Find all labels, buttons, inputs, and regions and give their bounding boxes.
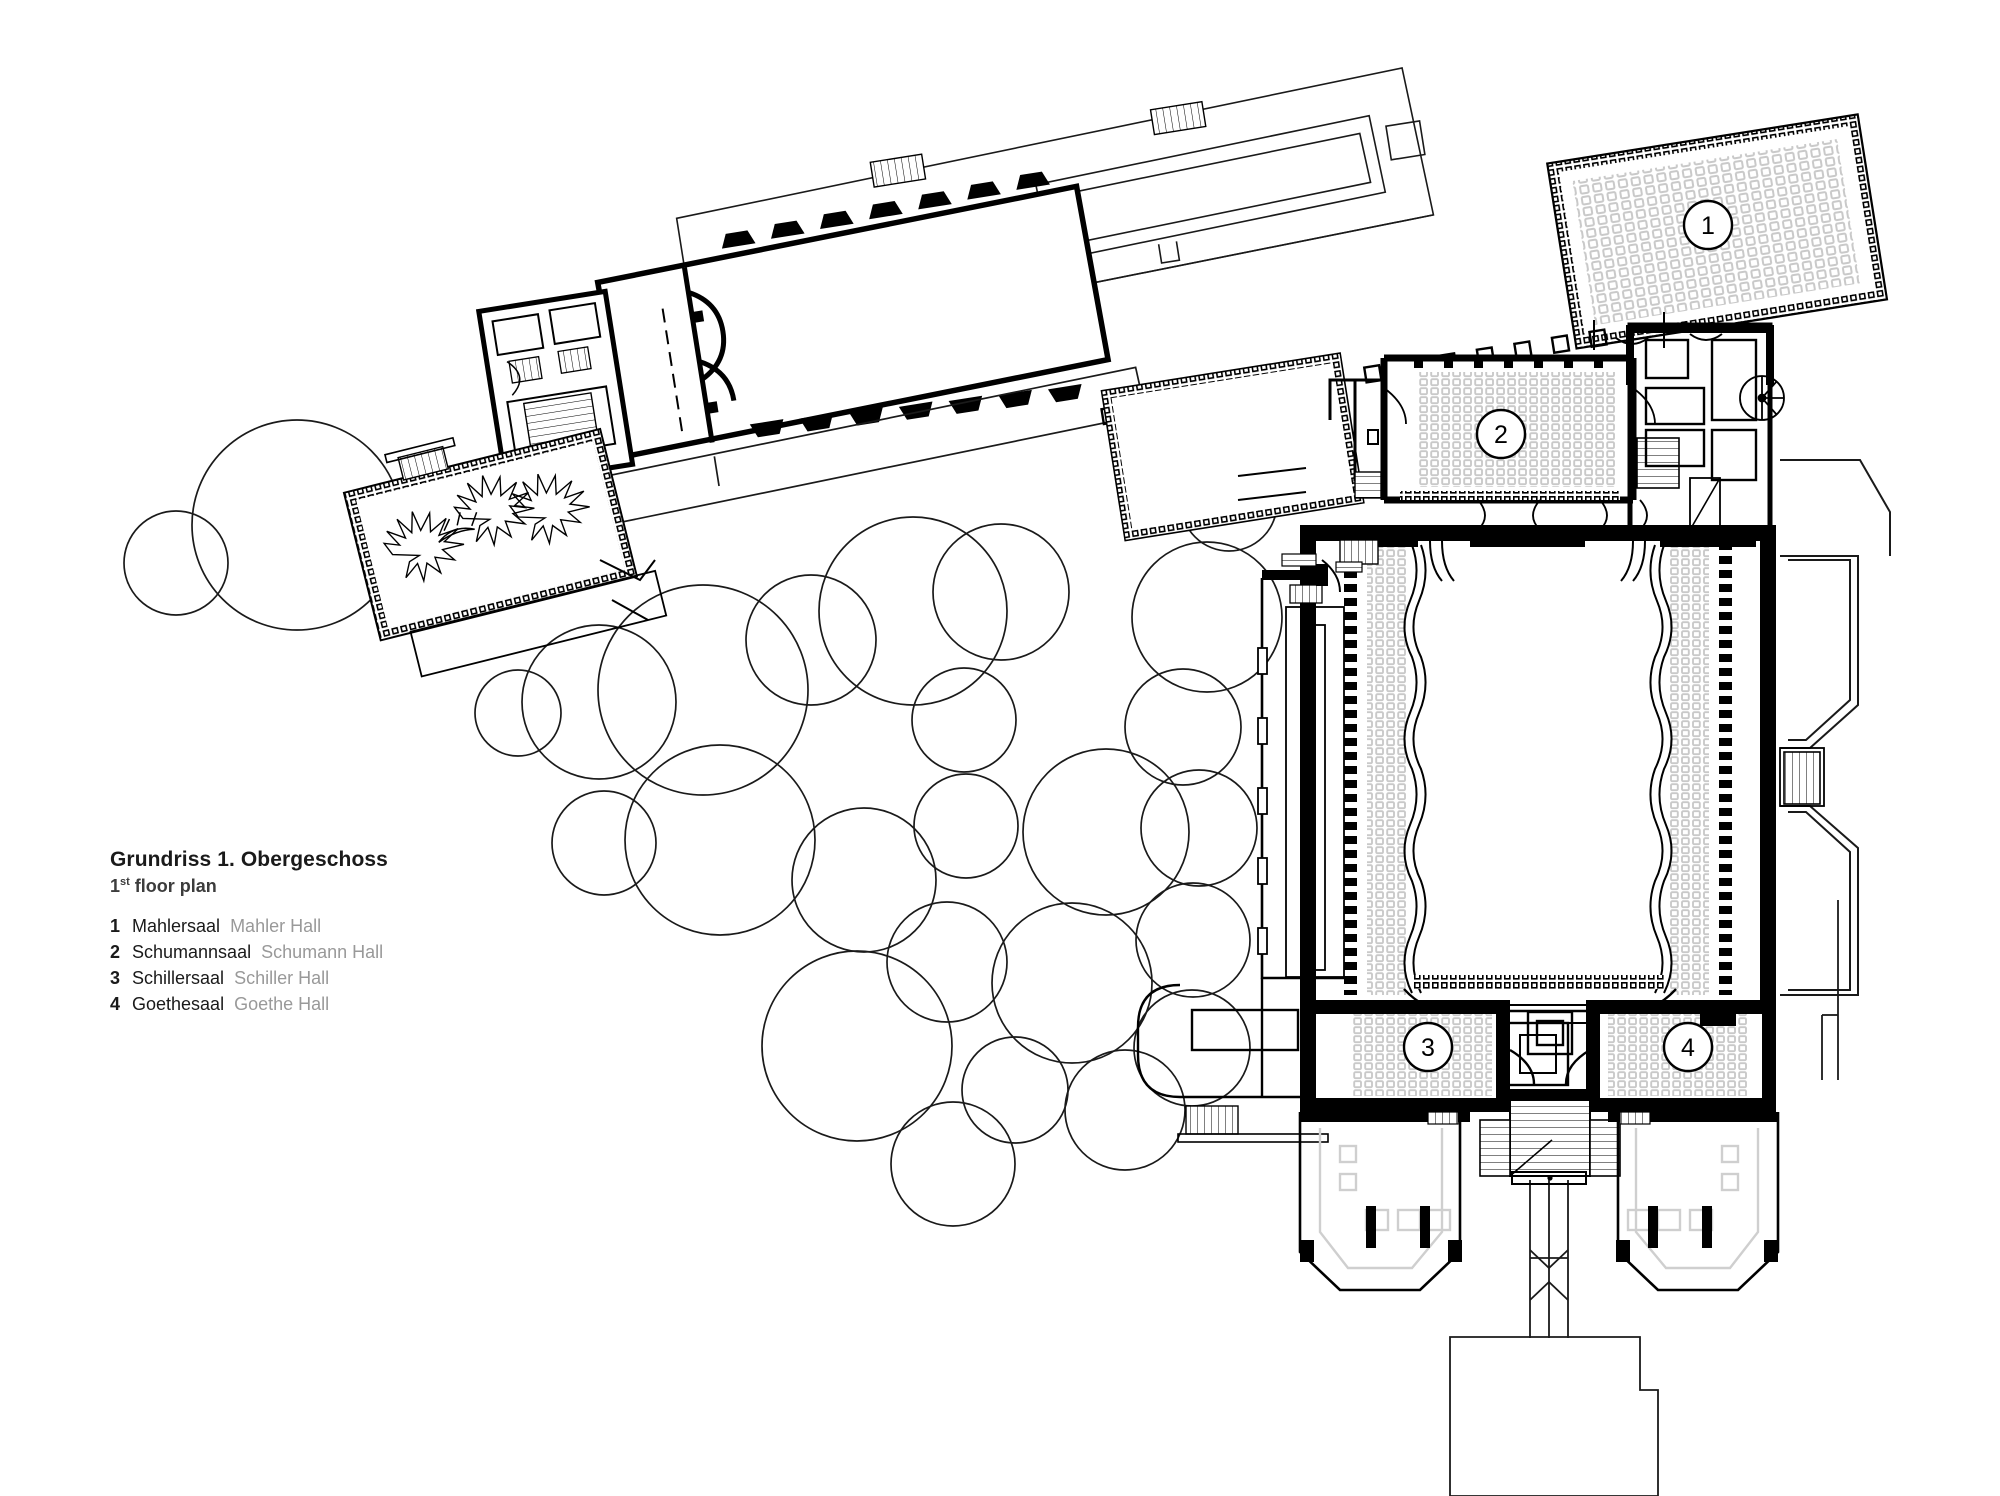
legend-item-2-en: Schumann Hall bbox=[261, 942, 384, 962]
stair-icon bbox=[1185, 1105, 1239, 1135]
legend-item-3: 3 Schillersaal Schiller Hall bbox=[110, 965, 530, 991]
east-terrace-rail bbox=[1779, 747, 1825, 807]
gallery-colonnade-left bbox=[1344, 544, 1427, 995]
legend-item-1-en: Mahler Hall bbox=[230, 916, 322, 936]
legend-item-3-en: Schiller Hall bbox=[234, 968, 330, 988]
plan-legend: Grundriss 1. Obergeschoss 1st floor plan… bbox=[110, 848, 530, 1017]
legend-item-2-number: 2 bbox=[110, 942, 121, 962]
legend-title-de: Grundriss 1. Obergeschoss bbox=[110, 848, 388, 871]
planting-symbols bbox=[382, 472, 590, 584]
north-connector bbox=[1237, 467, 1307, 501]
room-marker-1 bbox=[1682, 199, 1734, 251]
stair-icon bbox=[869, 153, 927, 188]
room-schillersaal: 3 bbox=[1300, 1000, 1510, 1112]
room-marker-2-label: 2 bbox=[1494, 421, 1508, 449]
gallery-colonnade-right bbox=[1649, 544, 1732, 995]
legend-item-2-de: Schumannsaal bbox=[132, 942, 252, 962]
legend-title-en: 1st floor plan bbox=[110, 876, 530, 897]
legend-item-2: 2 Schumannsaal Schumann Hall bbox=[110, 939, 530, 965]
stair-icon bbox=[397, 445, 450, 481]
stair-icon bbox=[1783, 751, 1821, 805]
room-marker-2 bbox=[1475, 408, 1527, 460]
stair-icon bbox=[1354, 471, 1382, 499]
legend-title-en-rest: floor plan bbox=[129, 876, 217, 896]
legend-title-en-prefix: 1 bbox=[110, 876, 121, 896]
legend-item-4-en: Goethe Hall bbox=[234, 994, 330, 1014]
north-connector-stair bbox=[1335, 561, 1363, 573]
buttress-row-bottom bbox=[749, 384, 1082, 438]
legend-list: 1 Mahlersaal Mahler Hall 2 Schumannsaal Sc… bbox=[110, 913, 530, 1017]
room-marker-4 bbox=[1662, 1021, 1714, 1073]
legend-item-1-number: 1 bbox=[110, 916, 121, 936]
south-wing-east bbox=[1608, 1111, 1780, 1292]
legend-item-1: 1 Mahlersaal Mahler Hall bbox=[110, 913, 530, 939]
legend-item-4-number: 4 bbox=[110, 994, 121, 1014]
conservatory-link bbox=[599, 559, 656, 621]
lower-plaza bbox=[1449, 1336, 1659, 1496]
stair-icon bbox=[1339, 539, 1379, 565]
room-schumannsaal: 2 bbox=[1328, 354, 1680, 531]
spiral-stair-icon bbox=[1739, 375, 1785, 421]
hall-top-doors bbox=[1429, 540, 1646, 582]
legend-item-1-de: Mahlersaal bbox=[132, 916, 221, 936]
east-boundary-rail bbox=[1821, 900, 1839, 1080]
conservatory bbox=[342, 427, 668, 678]
legend-title-en-sup: st bbox=[120, 876, 130, 888]
south-wing-west bbox=[1298, 1111, 1470, 1292]
legend-item-3-de: Schillersaal bbox=[132, 968, 225, 988]
stair-icon bbox=[1149, 100, 1207, 136]
stair-icon bbox=[1289, 584, 1323, 604]
room-marker-4-label: 4 bbox=[1681, 1034, 1695, 1062]
central-vestibule bbox=[1479, 1010, 1621, 1181]
room-marker-3 bbox=[1402, 1021, 1454, 1073]
room-mahlersaal: 1 bbox=[1545, 113, 1889, 350]
legend-item-3-number: 3 bbox=[110, 968, 121, 988]
legend-item-4-de: Goethesaal bbox=[132, 994, 225, 1014]
buttress-row-top bbox=[721, 171, 1050, 249]
room-goethesaal: 4 bbox=[1586, 1000, 1776, 1112]
stair-icon bbox=[1636, 437, 1680, 489]
northeast-service-core bbox=[1626, 322, 1785, 533]
grand-stair bbox=[1479, 1099, 1621, 1181]
site-trees bbox=[123, 419, 1283, 1227]
legend-item-4: 4 Goethesaal Goethe Hall bbox=[110, 991, 530, 1017]
room-marker-1-label: 1 bbox=[1701, 212, 1715, 240]
west-annex bbox=[1136, 539, 1379, 1143]
entry-ramp bbox=[1511, 1171, 1587, 1338]
room-marker-3-label: 3 bbox=[1421, 1034, 1435, 1062]
